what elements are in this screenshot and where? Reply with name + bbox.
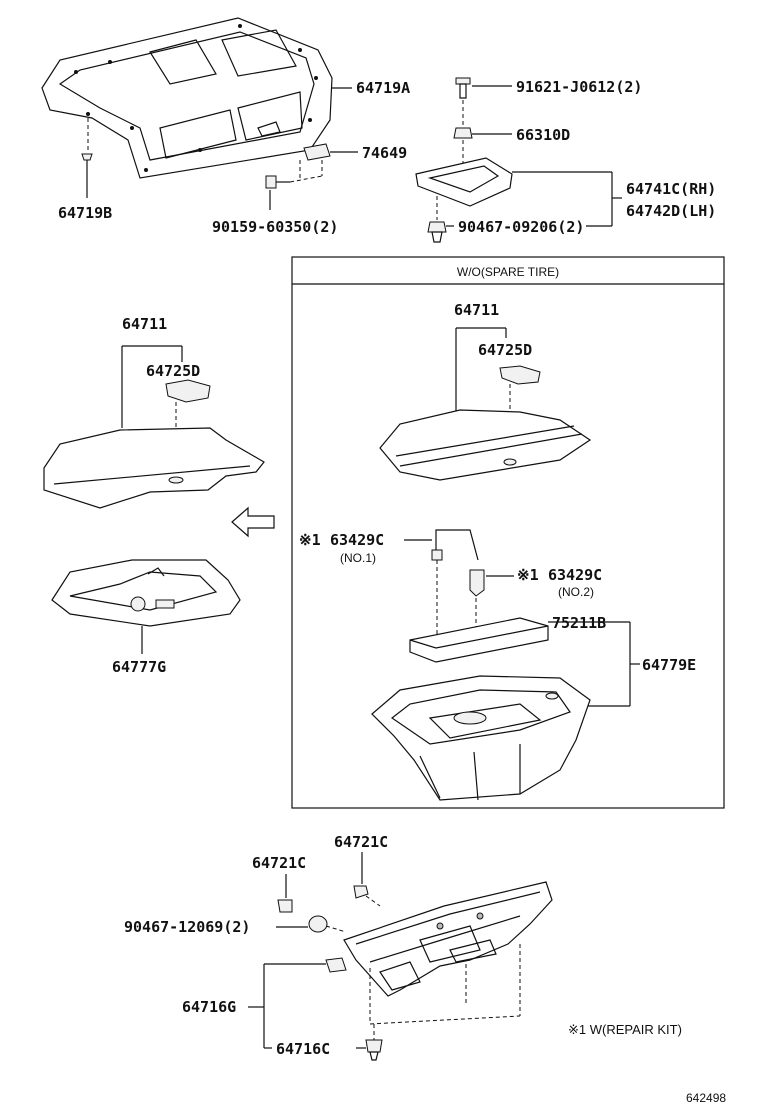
cover-panel-64716G-illustration: [343, 881, 553, 997]
tray-64777G-illustration: [51, 559, 241, 627]
storage-tub-64779E-illustration: [371, 675, 591, 801]
screw-90159-illustration: [265, 175, 290, 189]
label-no1: (NO.1): [340, 551, 376, 565]
clip-90467-12069-illustration: [308, 915, 328, 933]
label-90159-60350: 90159-60350(2): [212, 218, 338, 236]
label-66310D: 66310D: [516, 126, 570, 144]
variant-box-wo-spare-tire: [291, 256, 725, 809]
label-64779E: 64779E: [642, 656, 696, 674]
clip-90467-09206-illustration: [427, 221, 447, 243]
clip-64719B-illustration: [81, 153, 93, 168]
trunk-lid-trim-illustration: [41, 17, 333, 179]
label-90467-09206: 90467-09206(2): [458, 218, 584, 236]
label-64741C-RH: 64741C(RH): [626, 180, 716, 198]
label-64711-right: 64711: [454, 301, 499, 319]
hook-64725D-right-illustration: [499, 365, 541, 385]
mark-63429C-no2: ※1: [517, 566, 539, 584]
label-63429C-no2: 63429C: [548, 566, 602, 584]
label-74649: 74649: [362, 144, 407, 162]
variant-box-title: W/O(SPARE TIRE): [457, 265, 559, 279]
label-64711-left: 64711: [122, 315, 167, 333]
wrench-63429C-no2-illustration: [469, 569, 485, 597]
deck-board-64711-right-illustration: [379, 409, 592, 481]
illustration-code: 642498: [686, 1091, 726, 1105]
trim-box-64741C-illustration: [415, 157, 513, 207]
label-64716G: 64716G: [182, 998, 236, 1016]
deck-board-64711-left-illustration: [43, 427, 265, 509]
clip-64716C-illustration: [365, 1039, 383, 1061]
label-64719A: 64719A: [356, 79, 410, 97]
label-64721C-lower: 64721C: [252, 854, 306, 872]
clip-64721C-lower-illustration: [277, 899, 293, 913]
label-75211B: 75211B: [552, 614, 606, 632]
label-64742D-LH: 64742D(LH): [626, 202, 716, 220]
label-64725D-left: 64725D: [146, 362, 200, 380]
label-64719B: 64719B: [58, 204, 112, 222]
clip-64716G-illustration: [325, 957, 347, 973]
direction-arrow-icon: [231, 506, 275, 538]
label-63429C-no1: 63429C: [330, 531, 384, 549]
clip-64721C-upper-illustration: [353, 885, 369, 899]
label-64721C-upper: 64721C: [334, 833, 388, 851]
hook-64725D-left-illustration: [165, 379, 211, 403]
label-no2: (NO.2): [558, 585, 594, 599]
label-64716C: 64716C: [276, 1040, 330, 1058]
label-91621-J0612: 91621-J0612(2): [516, 78, 642, 96]
label-90467-12069: 90467-12069(2): [124, 918, 250, 936]
rail-75211B-illustration: [409, 617, 549, 663]
handle-74649-illustration: [303, 143, 331, 161]
mark-63429C-no1: ※1: [299, 531, 321, 549]
bolt-91621-illustration: [455, 77, 471, 99]
label-64777G: 64777G: [112, 658, 166, 676]
footnote-repair-kit: ※1 W(REPAIR KIT): [568, 1022, 682, 1037]
nut-66310D-illustration: [453, 127, 473, 139]
jack-handle-63429C-no1-illustration: [431, 529, 479, 561]
label-64725D-right: 64725D: [478, 341, 532, 359]
